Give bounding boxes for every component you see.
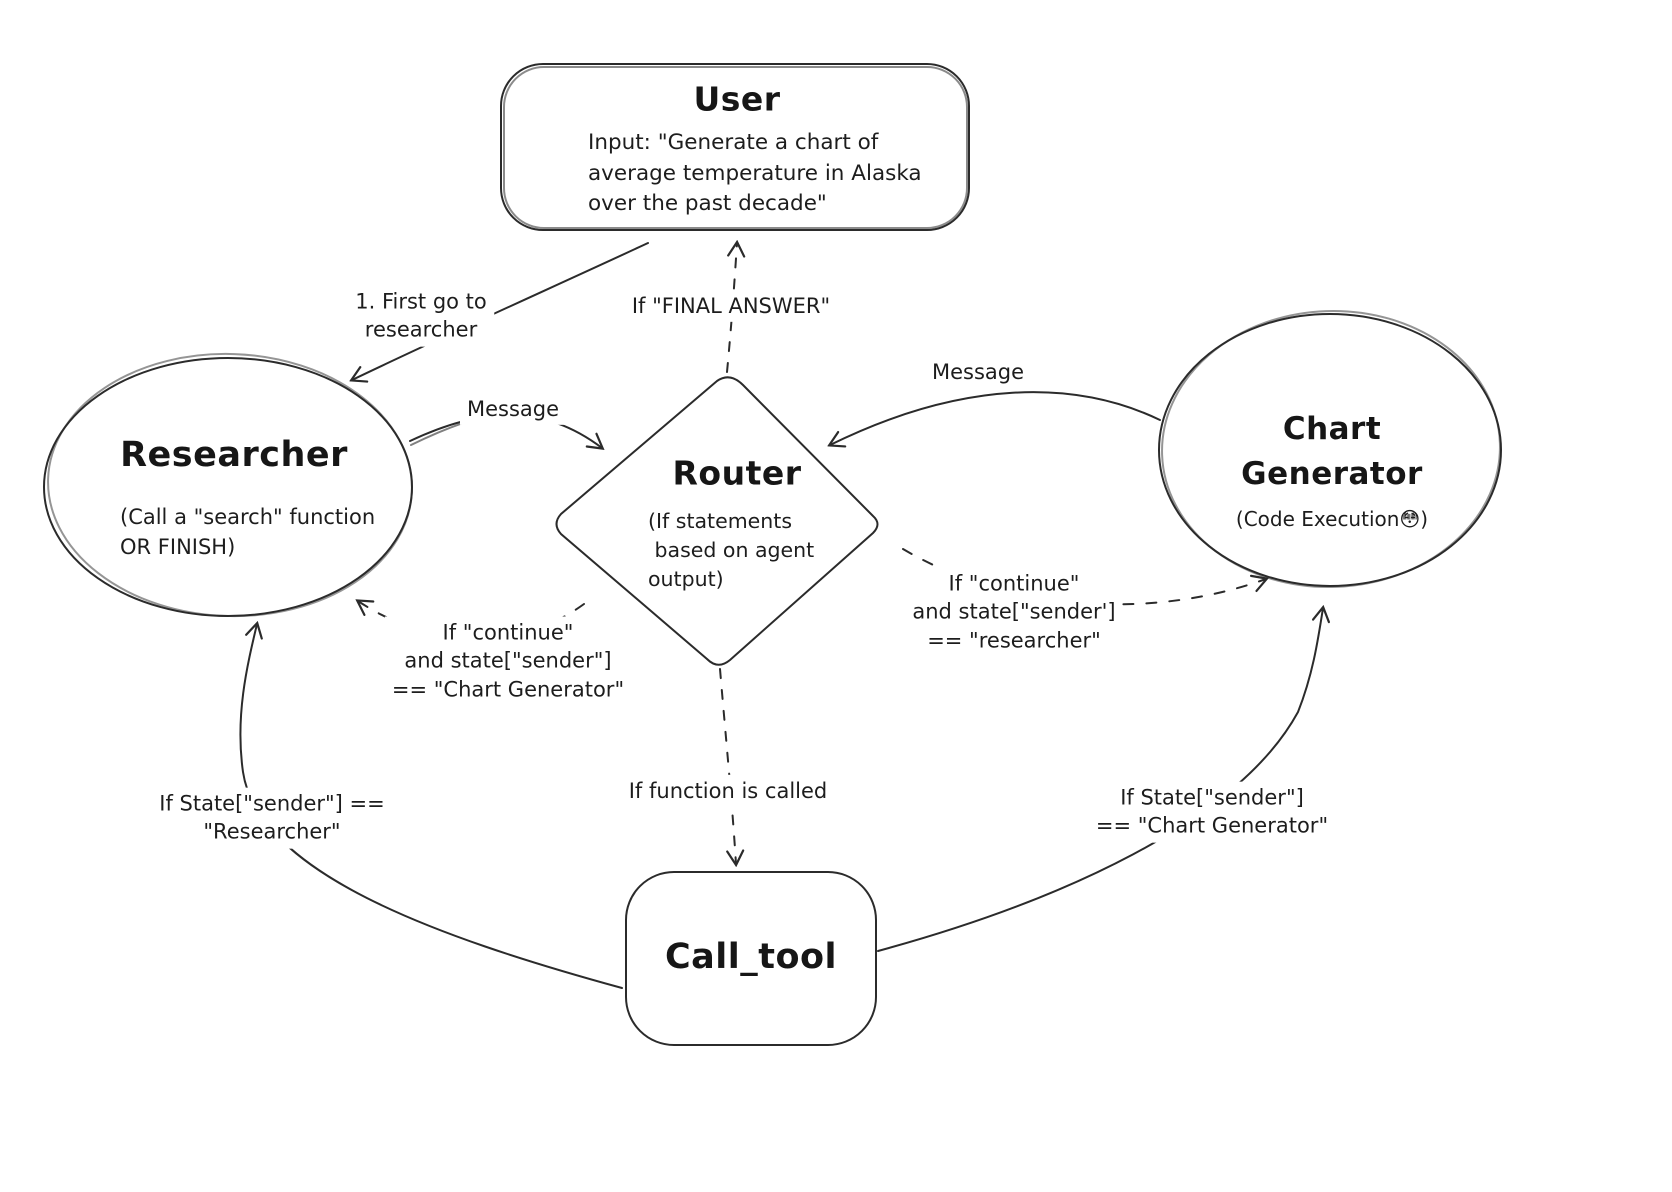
edge-call-tool-to-chart-generator <box>877 608 1323 952</box>
edge-router-to-call-tool <box>719 668 736 864</box>
router-node-diamond <box>555 376 879 666</box>
researcher-node-ellipse <box>43 357 413 617</box>
edge-label-message-right: Message <box>924 355 1032 389</box>
chart-generator-node-title: Chart Generator <box>1241 411 1423 492</box>
user-node-body: Input: "Generate a chart of average temp… <box>588 130 922 217</box>
edge-label-continue-chart-generator: If "continue" and state["sender"] == "Ch… <box>384 616 632 706</box>
user-node-box <box>500 63 970 231</box>
researcher-node-title: Researcher <box>120 435 348 475</box>
researcher-node-ellipse-sketch <box>47 352 413 618</box>
router-node-title: Router <box>672 453 802 493</box>
call-tool-node-box <box>625 871 877 1046</box>
user-node-box-sketch <box>503 66 968 229</box>
researcher-node-body: (Call a "search" function OR FINISH) <box>120 505 376 559</box>
edge-label-first-go-to-researcher: 1. First go to researcher <box>348 285 494 347</box>
edge-user-to-researcher <box>352 242 649 380</box>
edge-label-continue-researcher: If "continue" and state["sender'] == "re… <box>905 567 1123 657</box>
user-node-title: User <box>693 79 781 119</box>
edge-label-if-function-is-called: If function is called <box>621 774 835 808</box>
edge-chart-generator-to-router <box>830 391 1161 445</box>
edge-label-state-chart-generator: If State["sender"] == "Chart Generator" <box>1088 781 1336 843</box>
edge-label-state-researcher: If State["sender"] == "Researcher" <box>152 787 392 849</box>
chart-generator-node-ellipse-sketch <box>1161 309 1501 589</box>
call-tool-node-title: Call_tool <box>664 937 838 977</box>
edge-label-if-final-answer: If "FINAL ANSWER" <box>624 289 838 323</box>
edge-label-message-left: Message <box>459 392 567 426</box>
router-node-body: (If statements based on agent output) <box>648 509 815 592</box>
chart-generator-node-body: (Code Execution😳) <box>1235 506 1429 531</box>
chart-generator-node-ellipse <box>1158 313 1502 587</box>
